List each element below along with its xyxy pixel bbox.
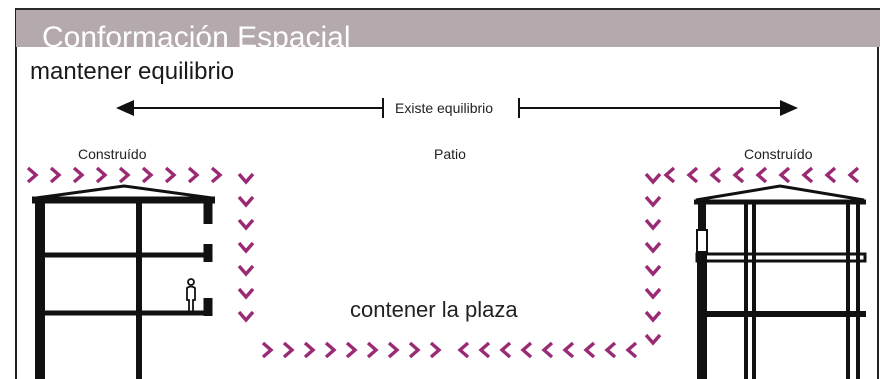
chevron-left-icon	[562, 341, 575, 359]
title-bar: Conformación Espacial	[16, 8, 880, 54]
chevron-left-icon	[583, 341, 596, 359]
chevron-down-icon	[237, 218, 255, 231]
chevron-down-icon	[237, 195, 255, 208]
chevron-left-icon	[663, 166, 676, 184]
chevron-left-icon	[755, 166, 768, 184]
chevron-right-icon	[95, 166, 108, 184]
chevron-right-icon	[282, 341, 295, 359]
chevron-right-icon	[49, 166, 62, 184]
chevron-right-icon	[187, 166, 200, 184]
chevron-down-icon	[644, 195, 662, 208]
right-building-label: Construído	[744, 146, 813, 162]
chevron-down-icon	[237, 310, 255, 323]
chevron-right-icon	[26, 166, 39, 184]
chevron-left-icon	[625, 341, 638, 359]
chevron-right-icon	[261, 341, 274, 359]
chevron-down-icon	[644, 333, 662, 346]
chevron-left-icon	[541, 341, 554, 359]
chevron-down-icon	[644, 218, 662, 231]
chevron-down-icon	[644, 287, 662, 300]
subtitle: mantener equilibrio	[30, 58, 235, 85]
chevron-left-icon	[824, 166, 837, 184]
balance-label: Existe equilibrio	[395, 100, 494, 116]
chevron-left-icon	[778, 166, 791, 184]
chevron-left-icon	[801, 166, 814, 184]
chevron-right-icon	[324, 341, 337, 359]
chevron-left-icon	[709, 166, 722, 184]
chevron-down-icon	[644, 241, 662, 254]
chevron-right-icon	[408, 341, 421, 359]
chevron-left-icon	[732, 166, 745, 184]
chevron-right-icon	[141, 166, 154, 184]
page-title: Conformación Espacial	[42, 21, 351, 54]
chevron-left-icon	[847, 166, 860, 184]
chevron-left-icon	[478, 341, 491, 359]
chevron-down-icon	[237, 264, 255, 277]
chevron-down-icon	[644, 310, 662, 323]
chevron-left-icon	[457, 341, 470, 359]
chevron-left-icon	[520, 341, 533, 359]
chevron-down-icon	[237, 241, 255, 254]
chevron-right-icon	[387, 341, 400, 359]
chevron-right-icon	[429, 341, 442, 359]
left-building-label: Construído	[78, 146, 147, 162]
chevron-right-icon	[164, 166, 177, 184]
chevron-right-icon	[366, 341, 379, 359]
chevron-down-icon	[237, 287, 255, 300]
chevron-left-icon	[604, 341, 617, 359]
chevron-right-icon	[345, 341, 358, 359]
patio-label: Patio	[434, 146, 466, 162]
chevron-left-icon	[499, 341, 512, 359]
chevron-right-icon	[303, 341, 316, 359]
plaza-label: contener la plaza	[350, 297, 518, 322]
chevron-right-icon	[118, 166, 131, 184]
chevron-right-icon	[210, 166, 223, 184]
chevron-down-icon	[644, 264, 662, 277]
chevron-left-icon	[686, 166, 699, 184]
chevron-down-icon	[644, 172, 662, 185]
chevron-down-icon	[237, 172, 255, 185]
chevron-right-icon	[72, 166, 85, 184]
